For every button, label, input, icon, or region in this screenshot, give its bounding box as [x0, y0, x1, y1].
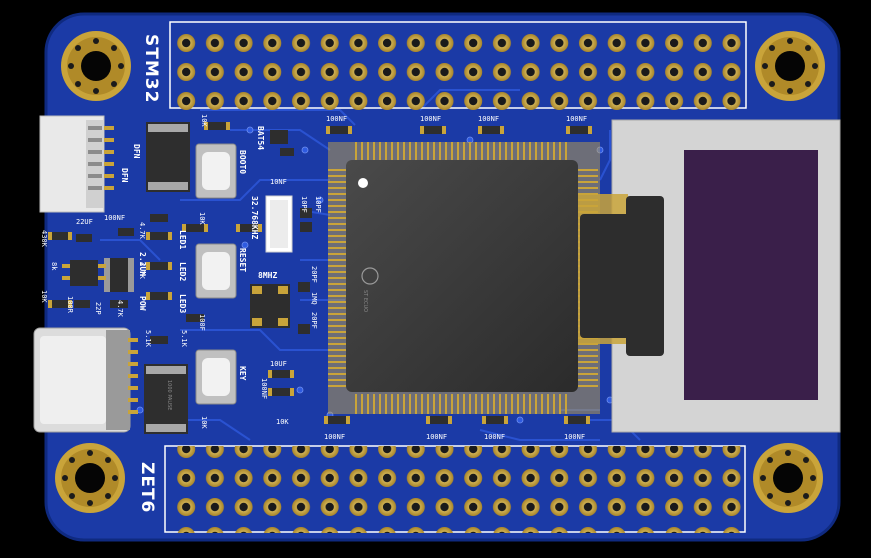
label-100nf-top4: 100NF	[566, 115, 587, 123]
boot0-button[interactable]	[195, 143, 237, 199]
crystal-32k	[265, 195, 293, 253]
label-100nf-mid: 100NF	[260, 378, 268, 399]
label-47k-3: 4.7K	[116, 300, 124, 318]
dfn-diode-top	[146, 122, 190, 192]
label-100nf-bot4: 100NF	[564, 433, 585, 441]
label-10k-a: 10K	[198, 212, 206, 225]
label-100nf-top3: 100NF	[478, 115, 499, 123]
dfn-chip-text: 1000 PAUSE	[166, 380, 172, 410]
label-430k: 430K	[40, 230, 48, 248]
label-100nf-top1: 100NF	[326, 115, 347, 123]
label-dfn1: DFN	[132, 144, 141, 159]
mcu-chip: ST ECUO	[328, 142, 600, 414]
reset-button[interactable]	[195, 243, 237, 299]
label-1mq: 1MQ	[310, 292, 318, 305]
label-10pf-a: 10PF	[300, 196, 308, 213]
label-20pf-b: 20PF	[310, 312, 318, 329]
top-pin-header	[169, 21, 749, 110]
label-100nf-top2: 100NF	[420, 115, 441, 123]
label-47k-1: 4.7K	[138, 222, 146, 240]
mcu-logo-text: ST ECUO	[362, 290, 368, 312]
label-10pf-b: 10PF	[314, 196, 322, 213]
inductor	[104, 258, 134, 292]
label-51k-2: 5.1K	[144, 330, 152, 348]
label-led3: LED3	[178, 294, 187, 313]
label-10k-left: 10K	[40, 290, 48, 303]
label-100nf-bot2: 100NF	[426, 433, 447, 441]
dfn-diode-bottom: 1000 PAUSE	[144, 364, 188, 434]
label-100nf-bot3: 100NF	[484, 433, 505, 441]
label-reset: RESET	[238, 248, 247, 272]
label-51k-1: 5.1K	[180, 330, 188, 348]
label-20pf-a: 20PF	[310, 266, 318, 283]
jst-connector	[39, 115, 114, 213]
label-100r: 100R	[66, 296, 74, 314]
label-10k-boot: 10K	[200, 114, 208, 127]
label-47k-2: 4.7K	[138, 262, 146, 280]
label-10uf: 10UF	[270, 360, 287, 368]
label-10k-key: 10K	[200, 416, 208, 429]
label-led2: LED2	[178, 262, 187, 281]
bottom-pin-header	[164, 445, 746, 533]
usb-c-connector	[33, 327, 138, 433]
label-key: KEY	[238, 366, 247, 381]
mounting-hole-top-right	[755, 31, 825, 101]
stm32-label: STM32	[141, 34, 161, 103]
label-8k: 8k	[50, 262, 58, 271]
label-inductor: 2.2UH	[138, 252, 147, 276]
regulator-ic	[62, 260, 106, 286]
label-32k: 32.768KHZ	[250, 196, 259, 240]
label-100nf-bot1: 100NF	[324, 433, 345, 441]
label-100nf-left: 100NF	[104, 214, 125, 222]
label-led1: LED1	[178, 230, 187, 249]
mounting-hole-bottom-left	[55, 443, 125, 513]
label-dfn2: DFN	[120, 168, 129, 183]
label-pow: POW	[138, 296, 147, 311]
zet6-label: ZET6	[137, 462, 157, 513]
mounting-hole-bottom-right	[753, 443, 823, 513]
smd-passives	[48, 122, 592, 424]
label-bat54: BAT54	[256, 126, 265, 150]
label-boot0: BOOT0	[238, 150, 247, 174]
label-100f: 100F	[198, 314, 206, 331]
mounting-hole-top-left	[61, 31, 131, 101]
label-22p: 22P	[94, 302, 102, 315]
label-8mhz: 8MHZ	[258, 271, 277, 280]
label-22uf: 22UF	[76, 218, 93, 226]
oled-display	[578, 119, 841, 433]
label-10nf-boot: 10NF	[270, 178, 287, 186]
label-10k-mid: 10K	[276, 418, 289, 426]
key-button[interactable]	[195, 349, 237, 405]
crystal-8m	[250, 284, 290, 328]
silkscreen-labels: 100NF 100NF 100NF 100NF 100NF 100NF 100N…	[40, 114, 587, 441]
